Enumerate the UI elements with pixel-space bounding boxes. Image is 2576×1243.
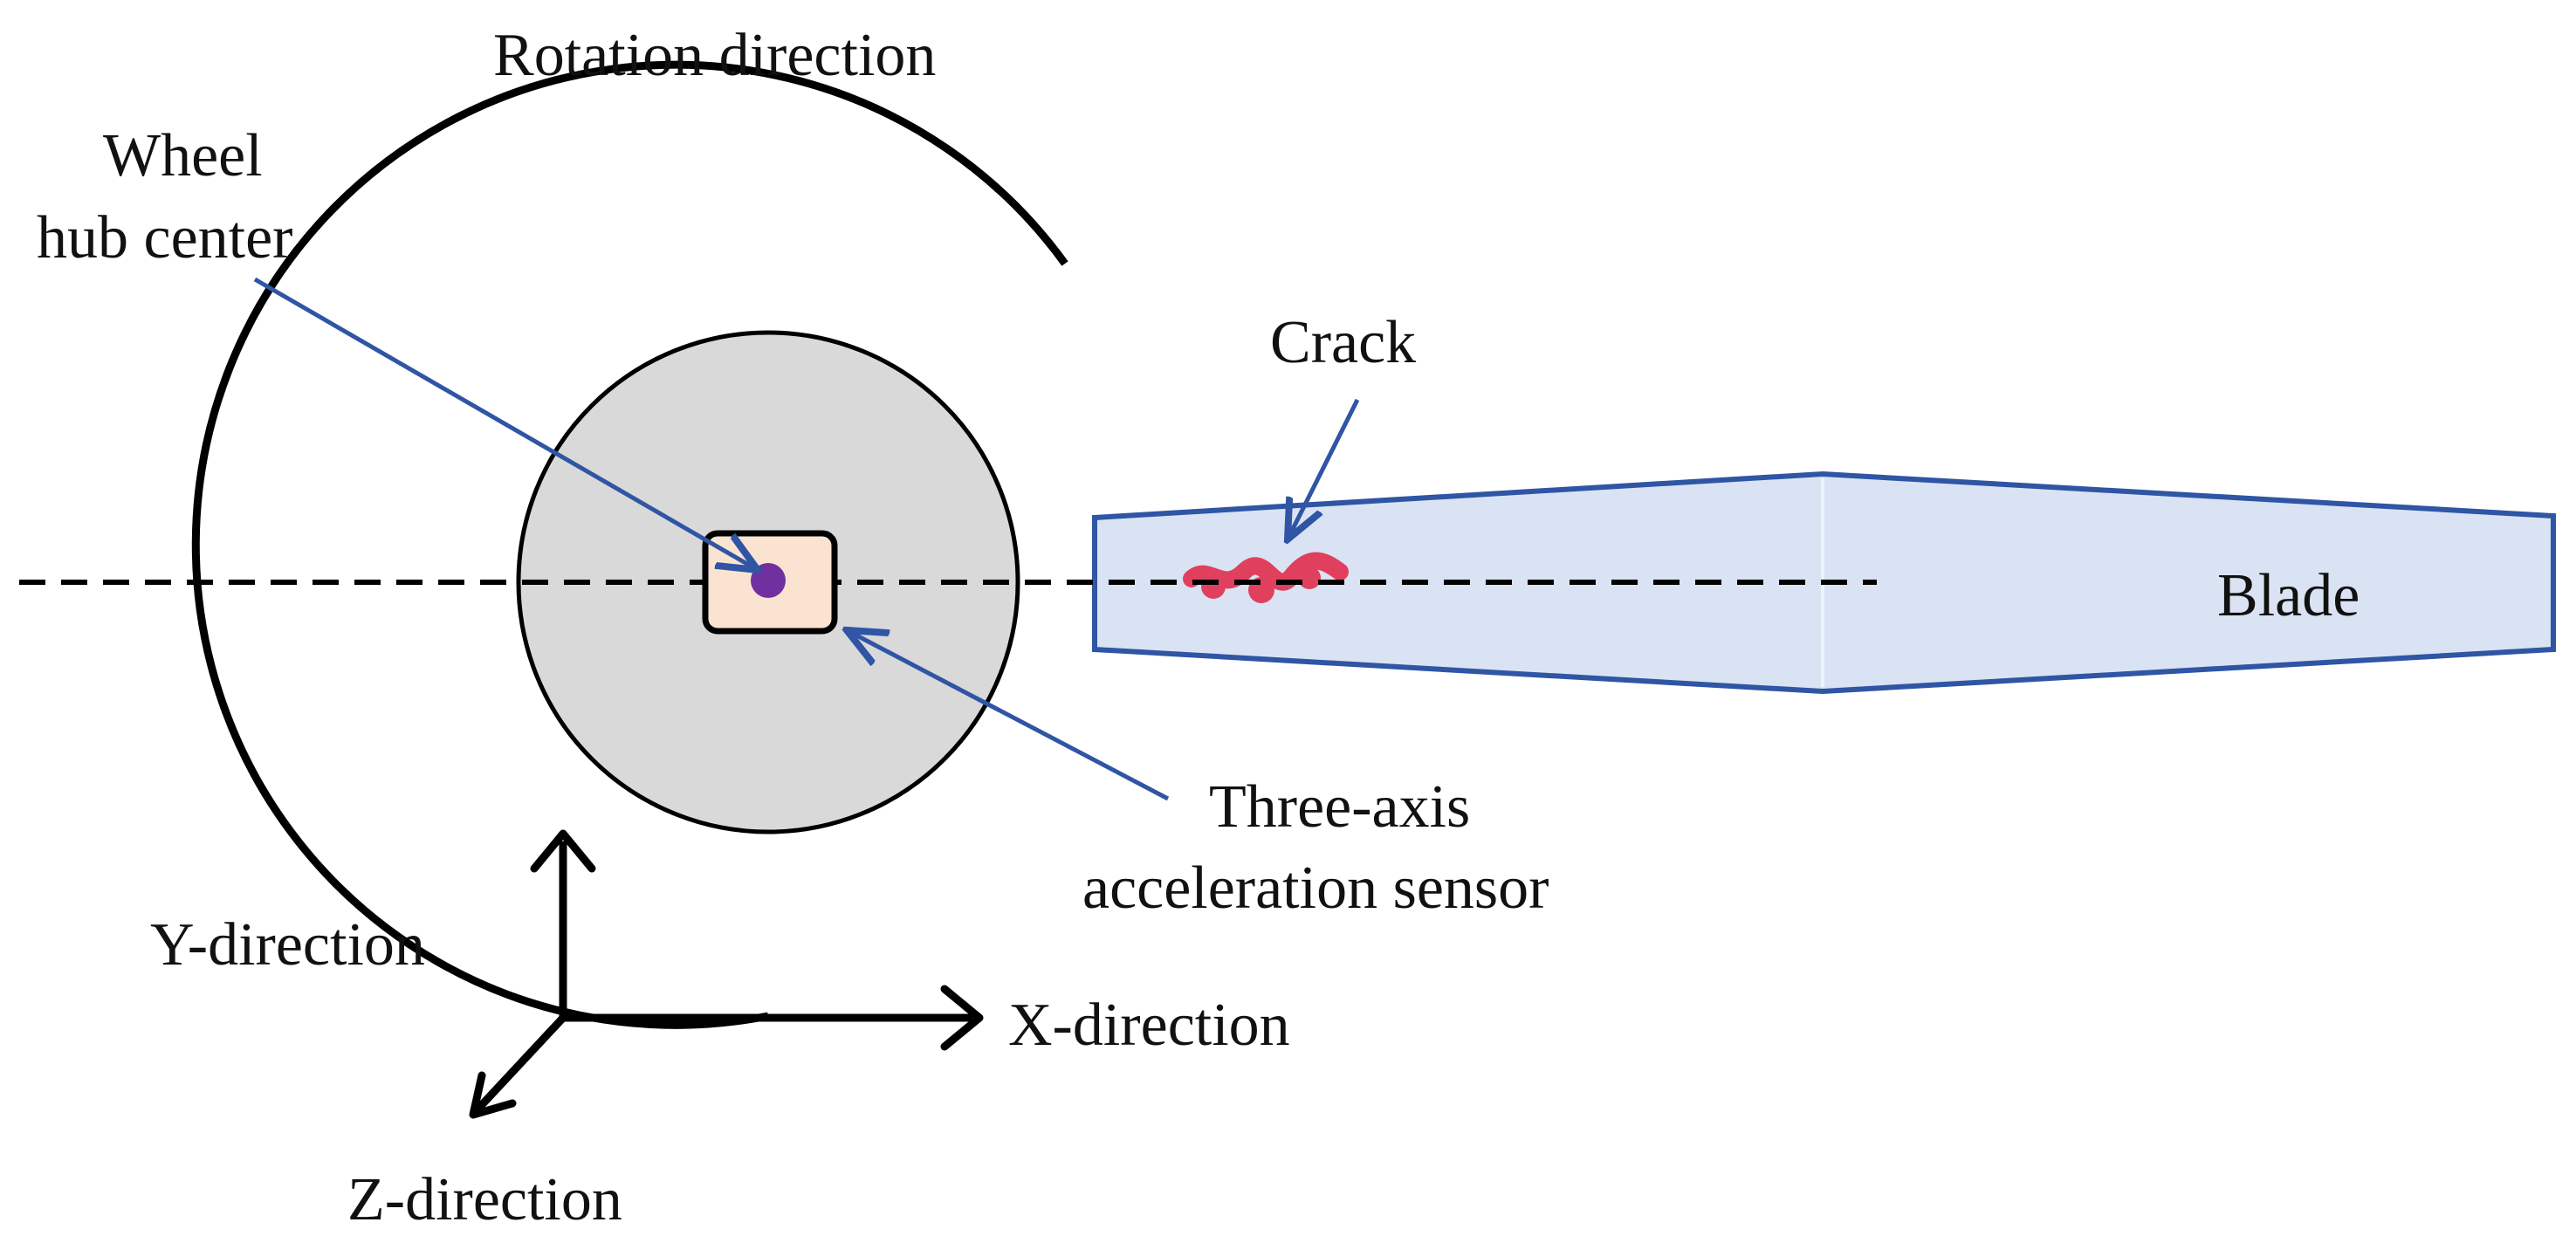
rotation-direction-label: Rotation direction bbox=[493, 22, 936, 89]
coordinate-axes bbox=[469, 829, 984, 1119]
y-direction-label: Y-direction bbox=[150, 911, 425, 979]
wheel-hub-center-label-line2: hub center bbox=[37, 204, 292, 271]
x-direction-label: X-direction bbox=[1008, 992, 1290, 1059]
wheel-hub-center-label-line1: Wheel bbox=[103, 122, 263, 189]
sensor-label-line1: Three-axis bbox=[1209, 773, 1470, 841]
z-direction-label: Z-direction bbox=[347, 1166, 622, 1233]
crack-leader-arrow bbox=[1288, 398, 1360, 539]
hub-center-leader-arrow bbox=[253, 277, 758, 570]
sensor-label-line2: acceleration sensor bbox=[1082, 855, 1549, 922]
rotation-arc bbox=[191, 60, 1068, 1029]
sensor-leader-arrow bbox=[847, 630, 1170, 801]
crack-mark bbox=[1183, 552, 1349, 603]
blade-label: Blade bbox=[2217, 562, 2360, 629]
crack-label: Crack bbox=[1270, 309, 1416, 376]
